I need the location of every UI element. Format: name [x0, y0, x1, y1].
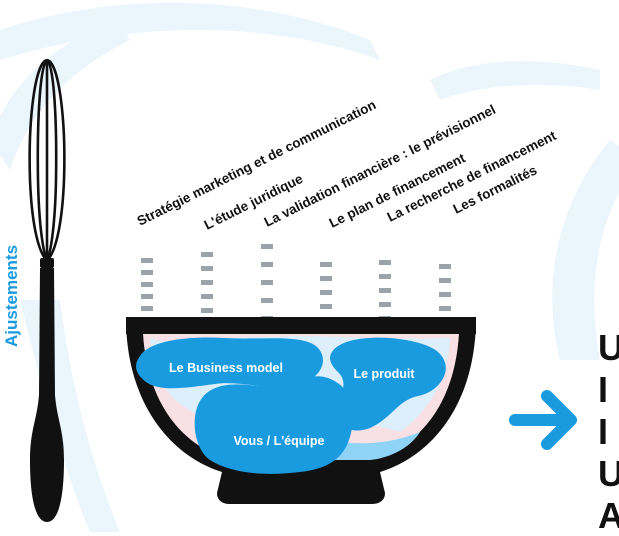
result-text-line-2: I — [598, 372, 608, 408]
blob-label-equipe: Vous / L'équipe — [234, 434, 325, 448]
result-text-line-5: A — [598, 498, 619, 534]
blob-label-produit: Le produit — [353, 367, 415, 381]
arrow-right-icon — [515, 396, 571, 444]
blob-equipe — [195, 376, 353, 474]
result-text-line-4: U — [598, 456, 619, 492]
whisk-icon — [30, 60, 65, 522]
result-text-line-1: U — [598, 330, 619, 366]
result-text-line-3: I — [598, 414, 608, 450]
step-labels: Stratégie marketing et de communication … — [135, 97, 559, 233]
blob-label-business-model: Le Business model — [169, 361, 283, 375]
side-label: Ajustements — [2, 245, 21, 347]
